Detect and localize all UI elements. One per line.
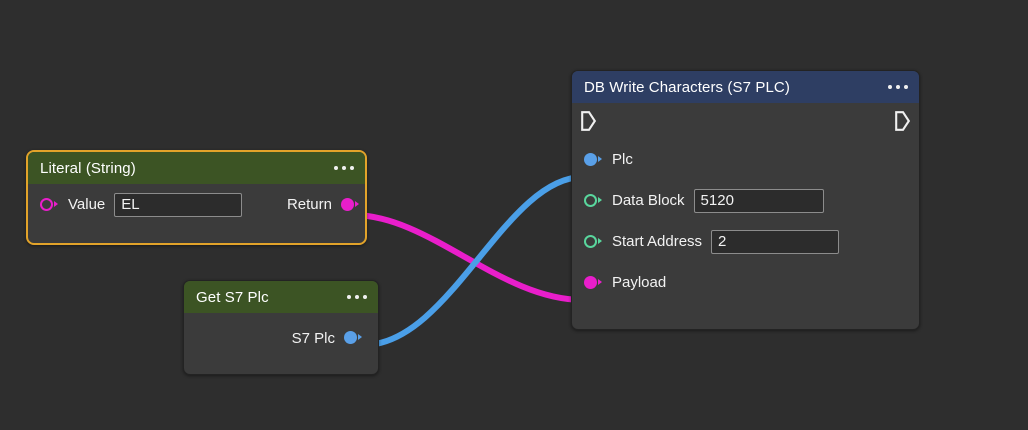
node-get-s7-plc[interactable]: Get S7 Plc S7 Plc (183, 280, 379, 375)
port-pin-data-block[interactable] (584, 193, 602, 209)
port-pin-return[interactable] (341, 197, 359, 213)
exec-pin-row (572, 103, 919, 139)
node-db-write-characters[interactable]: DB Write Characters (S7 PLC) Plc (571, 70, 920, 330)
port-label-return: Return (286, 196, 332, 213)
data-block-input[interactable] (693, 188, 824, 213)
port-pin-payload[interactable] (584, 275, 602, 291)
start-address-input[interactable] (711, 229, 840, 254)
node-title: DB Write Characters (S7 PLC) (584, 78, 790, 96)
port-label-s7-plc: S7 Plc (291, 329, 335, 347)
ellipsis-icon[interactable] (878, 84, 908, 90)
ellipsis-icon[interactable] (324, 165, 354, 171)
port-row-data-block: Data Block (572, 180, 919, 221)
port-label-payload: Payload (612, 274, 667, 291)
port-pin-plc[interactable] (584, 152, 602, 168)
port-row-s7-plc-out: S7 Plc (184, 313, 378, 353)
port-pin-s7-plc[interactable] (344, 330, 362, 346)
node-body-db-write-characters: Plc Data Block Start Address (572, 103, 919, 303)
ellipsis-icon[interactable] (337, 294, 367, 300)
port-pin-start-address[interactable] (584, 234, 602, 250)
node-header-literal-string[interactable]: Literal (String) (28, 152, 365, 184)
exec-out-pin[interactable] (895, 111, 910, 131)
port-label-plc: Plc (612, 151, 633, 168)
port-row-value: Value Return (28, 184, 365, 225)
wire-literal-return-to-payload[interactable] (350, 212, 586, 303)
node-body-literal-string: Value Return (28, 184, 365, 225)
port-label-start-address: Start Address (612, 233, 703, 250)
node-title: Get S7 Plc (196, 288, 269, 306)
node-literal-string[interactable]: Literal (String) Value Return (26, 150, 367, 245)
port-label-data-block: Data Block (612, 192, 685, 209)
node-header-db-write-characters[interactable]: DB Write Characters (S7 PLC) (572, 71, 919, 103)
port-row-payload: Payload (572, 262, 919, 303)
wire-s7plc-to-plc[interactable] (361, 174, 586, 348)
exec-in-pin[interactable] (581, 111, 596, 131)
value-input[interactable] (114, 192, 243, 217)
node-title: Literal (String) (40, 159, 136, 177)
port-row-start-address: Start Address (572, 221, 919, 262)
port-row-plc: Plc (572, 139, 919, 180)
node-header-get-s7-plc[interactable]: Get S7 Plc (184, 281, 378, 313)
port-label-value: Value (68, 196, 106, 213)
port-pin-value[interactable] (40, 197, 58, 213)
node-body-get-s7-plc: S7 Plc (184, 313, 378, 353)
